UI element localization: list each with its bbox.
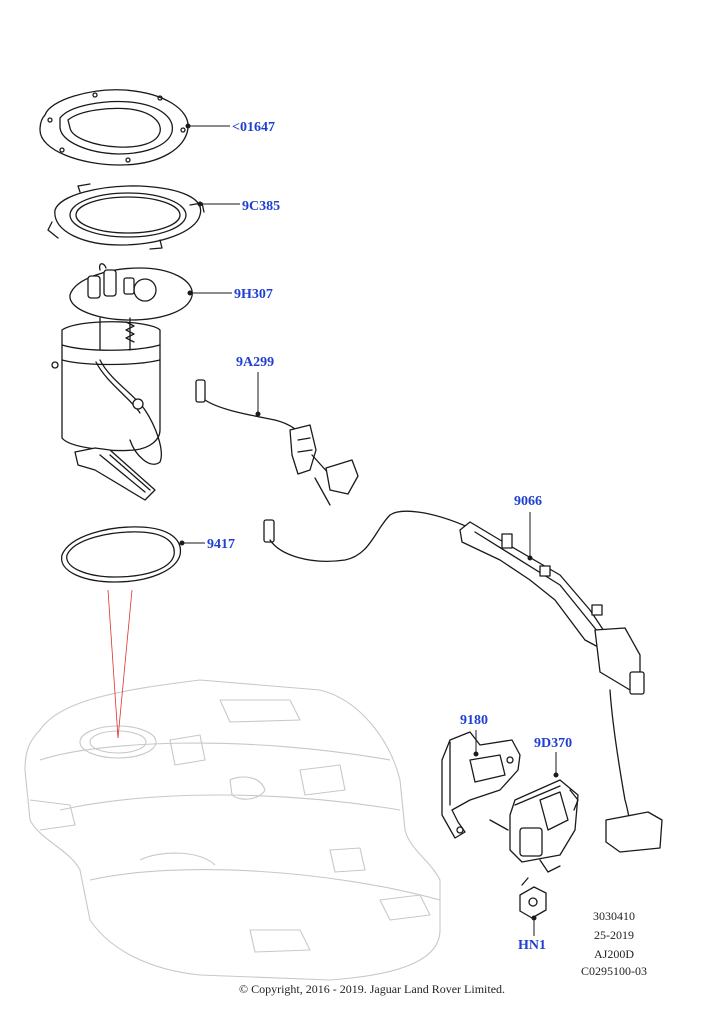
callout-9a299[interactable]: 9A299	[236, 355, 274, 370]
reference-block: 3030410 25-2019 AJ200D C0295100-03	[581, 909, 647, 978]
fuel-level-sender-part	[195, 379, 359, 506]
leader-dot-01647	[185, 123, 191, 129]
leader-dot-9066	[527, 555, 533, 561]
wiring-harness-part	[263, 510, 663, 853]
reference-line-1: 3030410	[593, 909, 635, 923]
reference-line-2: 25-2019	[594, 928, 634, 942]
fuel-tank-ghost	[24, 679, 441, 981]
leader-dot-9d370	[553, 772, 559, 778]
callout-01647[interactable]: <01647	[232, 120, 275, 135]
locking-ring-part	[47, 183, 205, 250]
bracket-part	[441, 731, 521, 839]
seal-part	[61, 526, 182, 583]
callout-9h307[interactable]: 9H307	[234, 287, 273, 302]
leader-dot-9a299	[255, 411, 261, 417]
callout-9d370[interactable]: 9D370	[534, 736, 572, 751]
callout-9c385[interactable]: 9C385	[242, 199, 280, 214]
leader-dot-9h307	[187, 290, 193, 296]
fuel-pump-module-part	[51, 263, 193, 501]
installation-guide-lines	[107, 589, 133, 739]
cover-plate-part	[39, 89, 189, 166]
leader-dot-9c385	[197, 201, 203, 207]
leader-dot-9180	[473, 751, 479, 757]
reference-line-4: C0295100-03	[581, 964, 647, 978]
callout-9417[interactable]: 9417	[207, 537, 235, 552]
reference-line-3: AJ200D	[594, 947, 634, 961]
leader-dot-9417	[179, 540, 185, 546]
copyright-text: © Copyright, 2016 - 2019. Jaguar Land Ro…	[239, 982, 505, 996]
callout-9066[interactable]: 9066	[514, 494, 542, 509]
control-module-part	[489, 779, 579, 873]
nut-part	[519, 877, 547, 919]
callout-9180[interactable]: 9180	[460, 713, 488, 728]
leader-dot-hn1	[531, 915, 537, 921]
callout-hn1[interactable]: HN1	[518, 938, 546, 953]
